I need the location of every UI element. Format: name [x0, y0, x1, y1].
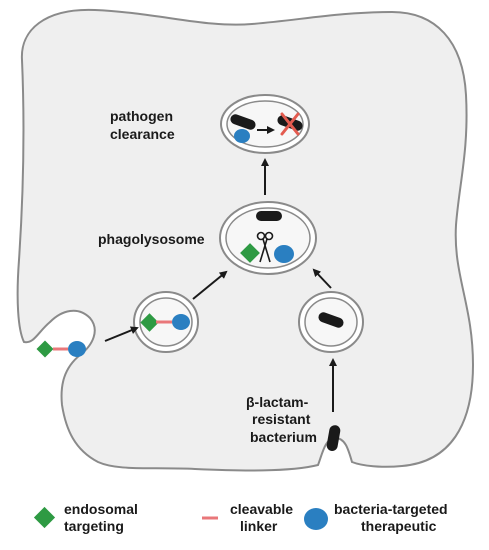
clearance-vesicle — [220, 94, 310, 154]
cross-icon — [280, 112, 300, 136]
therapeutic-icon — [234, 129, 250, 143]
legend-linker-label-2: linker — [240, 518, 278, 534]
legend-linker-label-1: cleavable — [230, 501, 293, 517]
endosome-vesicle — [133, 291, 199, 353]
phagolysosome-vesicle — [219, 201, 317, 275]
legend-endosomal-label-2: targeting — [64, 518, 124, 534]
legend: endosomal targeting cleavable linker bac… — [33, 501, 448, 534]
bacterium-icon — [318, 312, 344, 328]
entering-bacterium-icon — [326, 425, 341, 451]
legend-endosomal-icon — [33, 506, 56, 529]
endosomal-targeting-icon — [36, 340, 54, 358]
bacterium-vesicle — [298, 291, 364, 353]
pathogen-clearance-label-1: pathogen — [110, 108, 173, 124]
legend-therapeutic-icon — [304, 508, 328, 530]
bacterium-label-3: bacterium — [250, 429, 317, 445]
endosomal-targeting-icon — [140, 313, 159, 332]
legend-endosomal-label-1: endosomal — [64, 501, 138, 517]
bacterium-label-1: β-lactam- — [246, 394, 309, 410]
bacterium-icon — [230, 114, 256, 130]
endosomal-targeting-icon — [240, 243, 260, 263]
phagolysosome-label: phagolysosome — [98, 231, 205, 247]
therapeutic-icon — [68, 341, 86, 357]
legend-therapeutic-label-1: bacteria-targeted — [334, 501, 448, 517]
scissors-icon — [256, 231, 274, 263]
bacterium-label-2: resistant — [252, 411, 311, 427]
bacterium-icon — [256, 211, 282, 221]
pathogen-clearance-label-2: clearance — [110, 126, 175, 142]
therapeutic-icon — [172, 314, 190, 330]
therapeutic-icon — [274, 245, 294, 263]
legend-therapeutic-label-2: therapeutic — [361, 518, 437, 534]
conjugate-entering — [36, 340, 86, 358]
